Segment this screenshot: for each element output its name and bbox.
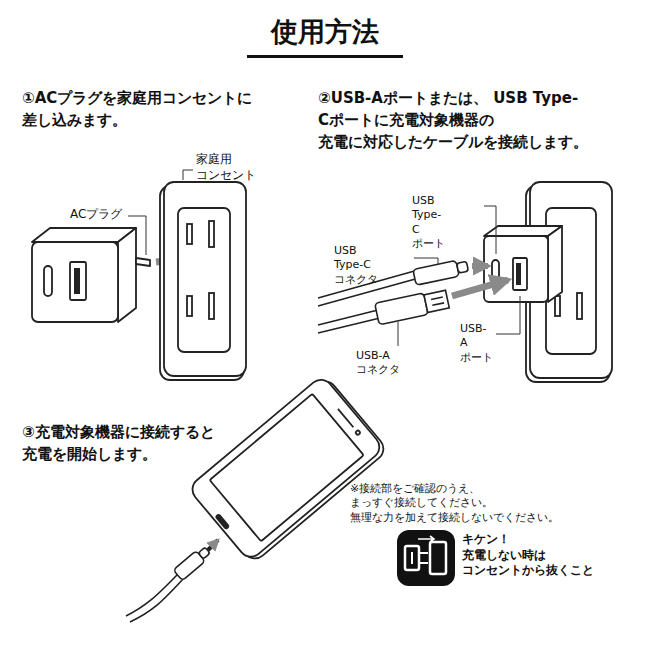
leader-line (496, 296, 520, 334)
hazard-icon (397, 530, 455, 586)
step-text: ③充電対象機器に接続すると 充電を開始します。 (22, 422, 215, 466)
hazard-icon (430, 542, 446, 574)
part-label: USB Type-C ポート (412, 194, 445, 251)
usb-c-cable (130, 577, 185, 622)
insert-arrow (472, 263, 488, 269)
part-label: USB Type-C コネクタ (334, 244, 378, 287)
usb-a-cable (431, 297, 443, 299)
part-label: USB-A コネクタ (356, 349, 400, 378)
note-text: ※接続部をご確認のうえ、まっすぐ接続してください。 無理な力を加えて接続しないで… (350, 482, 559, 525)
leader-line (484, 206, 496, 254)
wall-outlet (178, 208, 230, 352)
leader-line (128, 216, 146, 255)
ac-charger (484, 236, 548, 302)
wall-outlet (160, 182, 246, 380)
warning-text: キケン！ 充電しない時は コンセントから抜くこと (462, 532, 594, 579)
ac-charger (513, 258, 527, 290)
title-underline (247, 55, 403, 58)
ac-charger (74, 268, 80, 294)
usb-c-cable (126, 545, 212, 622)
hazard-icon (397, 530, 455, 586)
wall-outlet (164, 182, 246, 376)
smartphone (188, 375, 385, 562)
leader-line (183, 170, 193, 180)
part-label: 家庭用 コンセント (196, 152, 256, 183)
step-text: ②USB-Aポートまたは、 USB Type-Cポートに充電対象機器の 充電に対… (318, 88, 588, 153)
smartphone (216, 514, 229, 529)
usb-a-cable (375, 293, 428, 325)
usb-a-cable (318, 310, 378, 325)
wall-outlet (187, 296, 192, 316)
wall-outlet (187, 224, 192, 244)
smartphone (338, 409, 353, 427)
wall-outlet (209, 221, 214, 247)
wall-outlet (209, 293, 214, 319)
leader-line (414, 258, 438, 264)
part-label: ACプラグ (70, 207, 122, 223)
ac-charger (118, 228, 136, 322)
smartphone (355, 430, 361, 436)
usb-c-cable (126, 572, 180, 616)
smartphone (210, 394, 364, 541)
hazard-icon (420, 552, 428, 554)
insert-arrow (208, 540, 218, 550)
part-label: USB-A ポート (460, 322, 493, 365)
ac-charger (548, 226, 562, 302)
wall-outlet (555, 296, 560, 316)
hazard-icon (420, 562, 428, 564)
ac-charger (516, 263, 521, 285)
usb-a-cable (318, 318, 380, 333)
leader-line (398, 322, 399, 346)
usb-a-cable (432, 303, 444, 305)
ac-charger (70, 262, 86, 300)
smartphone (188, 374, 389, 565)
usb-c-cable (413, 258, 469, 285)
usb-c-cable (173, 545, 212, 581)
ac-charger (136, 258, 150, 266)
insert-arrow (452, 280, 508, 296)
usb-a-cable (375, 288, 450, 324)
hazard-icon (405, 546, 419, 570)
hazard-icon (411, 552, 413, 564)
wall-outlet (577, 293, 582, 319)
usb-a-cable (318, 288, 450, 333)
hazard-icon (418, 536, 434, 542)
usb-c-cable (457, 261, 469, 273)
step-text: ①ACプラグを家庭用コンセントに 差し込みます。 (22, 88, 252, 132)
ac-charger (32, 242, 118, 322)
page-title: 使用方法 (271, 12, 379, 51)
ac-charger (32, 228, 150, 322)
ac-charger (44, 266, 52, 296)
usb-a-cable (424, 290, 449, 312)
usb-c-cable (413, 260, 459, 285)
